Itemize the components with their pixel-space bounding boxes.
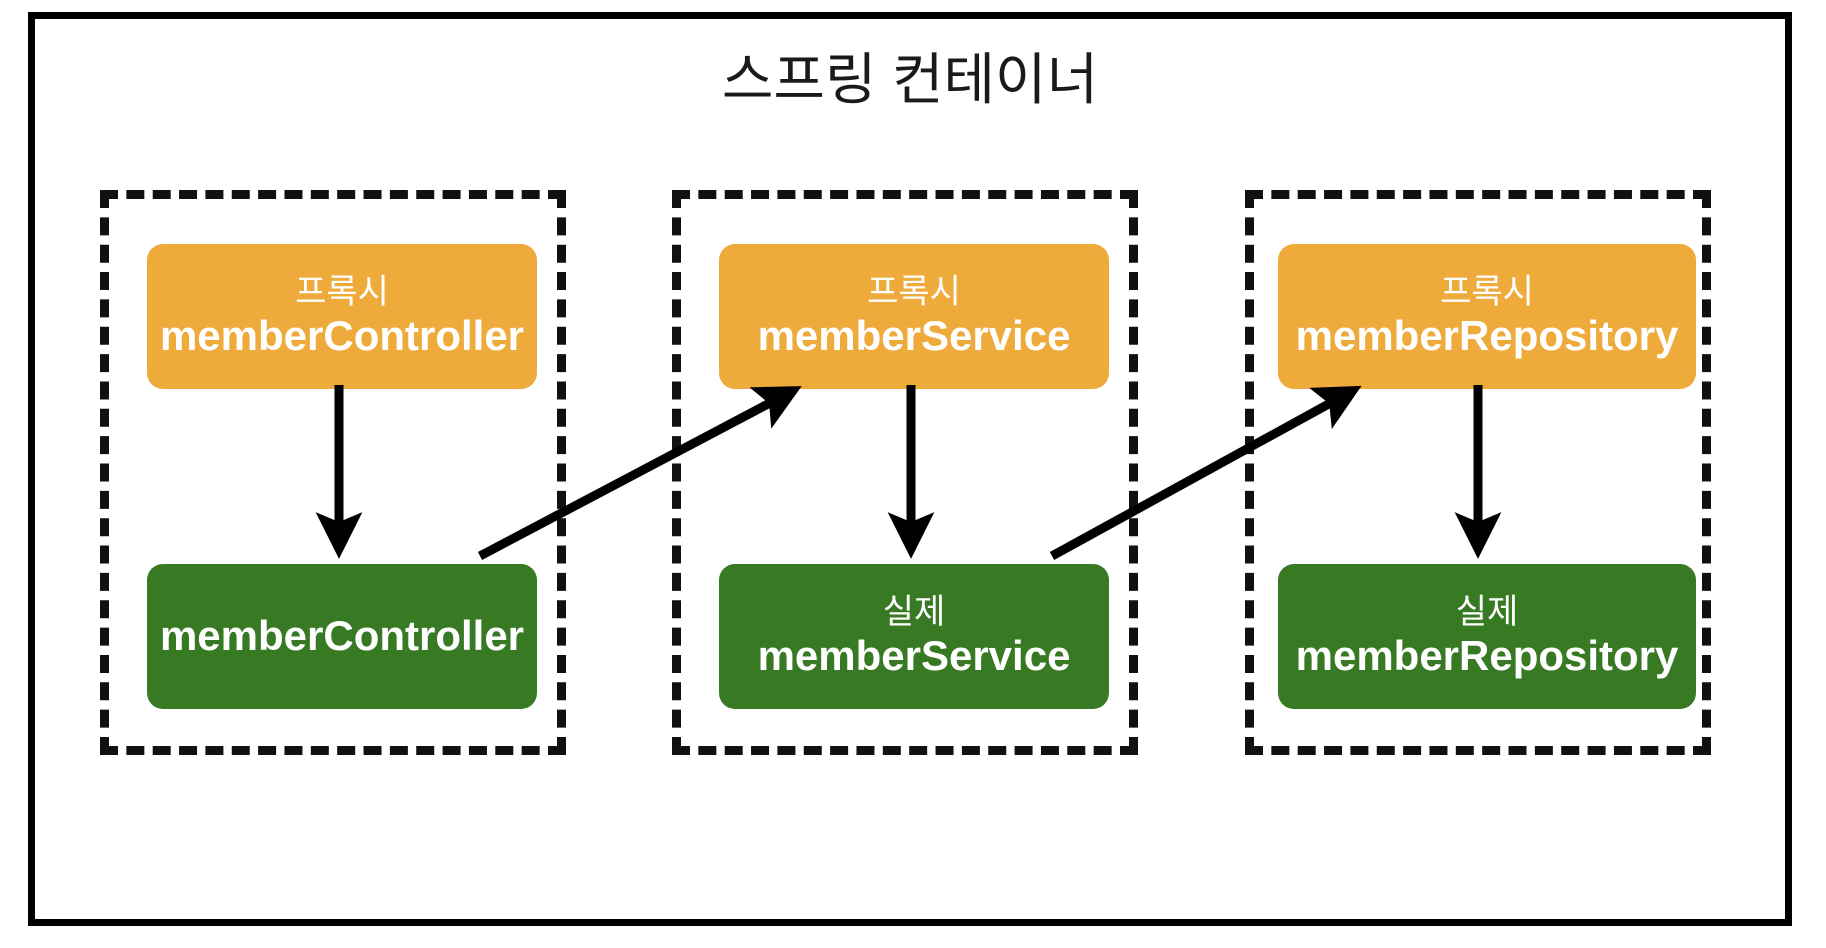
real-label: 실제 [1455, 593, 1519, 632]
proxy-label: 프록시 [867, 273, 961, 312]
proxy-label: 프록시 [1440, 273, 1534, 312]
bean-group-service: 프록시 memberService 실제 memberService [672, 190, 1138, 755]
real-name: memberService [757, 632, 1071, 680]
page-title: 스프링 컨테이너 [721, 48, 1099, 111]
real-member-controller-node: memberController [147, 564, 537, 709]
proxy-name: memberController [159, 312, 525, 360]
real-label: 실제 [882, 593, 946, 632]
real-member-service-node: 실제 memberService [719, 564, 1109, 709]
real-member-repository-node: 실제 memberRepository [1278, 564, 1696, 709]
bean-group-repository: 프록시 memberRepository 실제 memberRepository [1245, 190, 1711, 755]
bean-group-controller: 프록시 memberController memberController [100, 190, 566, 755]
real-name: memberRepository [1295, 632, 1679, 680]
proxy-name: memberRepository [1295, 312, 1679, 360]
proxy-member-controller-node: 프록시 memberController [147, 244, 537, 389]
proxy-member-service-node: 프록시 memberService [719, 244, 1109, 389]
proxy-name: memberService [757, 312, 1071, 360]
proxy-label: 프록시 [295, 273, 389, 312]
real-name: memberController [159, 612, 525, 660]
proxy-member-repository-node: 프록시 memberRepository [1278, 244, 1696, 389]
